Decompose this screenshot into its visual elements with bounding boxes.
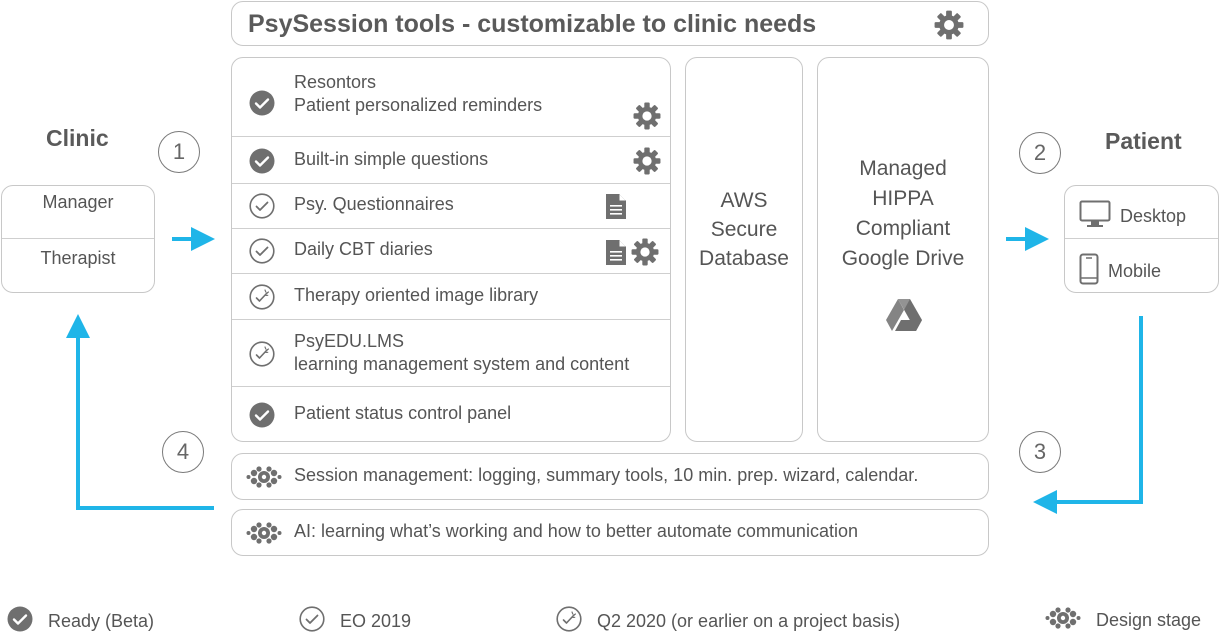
tool-title: Resontors	[294, 72, 377, 92]
gear-icon	[934, 10, 964, 45]
document-icon	[605, 193, 627, 225]
device-mobile: Mobile	[1079, 253, 1161, 290]
gear-icon	[633, 147, 661, 180]
status-eo2019-icon	[249, 238, 275, 269]
design-stage-icon	[1045, 606, 1081, 635]
google-drive-box: Managed HIPPA Compliant Google Drive	[817, 57, 989, 442]
step-4-circle: 4	[162, 431, 204, 473]
arrow-patient-to-bars	[1033, 316, 1143, 514]
tool-row: Daily CBT diaries	[232, 229, 670, 274]
arrow-bars-to-clinic	[66, 314, 214, 510]
tool-title: Patient status control panel	[294, 403, 512, 423]
legend-q22020: Q2 2020 (or earlier on a project basis)	[556, 606, 900, 637]
tool-title: Therapy oriented image library	[294, 285, 539, 305]
tool-row: Resontors Patient personalized reminders	[232, 58, 670, 137]
aws-line: Secure	[710, 218, 778, 241]
session-management-bar: Session management: logging, summary too…	[231, 453, 989, 500]
status-ready-icon	[7, 606, 33, 637]
step-3-circle: 3	[1019, 431, 1061, 473]
tool-label: PsyEDU.LMS learning management system an…	[294, 330, 629, 376]
tool-title: Daily CBT diaries	[294, 239, 433, 259]
tool-row: Built-in simple questions	[232, 137, 670, 184]
status-ready-icon	[249, 402, 275, 433]
clinic-title: Clinic	[46, 125, 109, 151]
clinic-roles-box: Manager Therapist	[1, 185, 155, 293]
bar-text: AI: learning what’s working and how to b…	[294, 521, 858, 541]
tool-subtitle: learning management system and content	[294, 354, 630, 374]
step-2-circle: 2	[1019, 132, 1061, 174]
legend-eo2019: EO 2019	[299, 606, 411, 637]
tool-label: Resontors Patient personalized reminders	[294, 71, 542, 117]
mobile-icon	[1079, 253, 1099, 290]
tool-title: Psy. Questionnaires	[294, 194, 454, 214]
ai-bar: AI: learning what’s working and how to b…	[231, 509, 989, 556]
role-therapist: Therapist	[40, 248, 116, 268]
legend-label: EO 2019	[340, 611, 412, 631]
aws-line: Database	[699, 247, 789, 270]
document-icon	[605, 239, 627, 271]
divider	[1065, 238, 1218, 239]
tools-list: Resontors Patient personalized reminders…	[231, 57, 671, 442]
drive-line: Compliant	[855, 217, 951, 240]
bar-text: Session management: logging, summary too…	[294, 465, 919, 485]
tool-subtitle: Patient personalized reminders	[294, 95, 543, 115]
step-1-circle: 1	[158, 131, 200, 173]
desktop-icon	[1079, 200, 1111, 233]
design-stage-icon	[246, 465, 282, 494]
design-stage-icon	[246, 521, 282, 550]
tool-icons	[605, 238, 659, 271]
tool-icons	[605, 193, 627, 225]
header-box: PsySession tools - customizable to clini…	[231, 1, 989, 46]
tool-row: PsyEDU.LMS learning management system an…	[232, 320, 670, 387]
tool-row: Psy. Questionnaires	[232, 184, 670, 229]
legend-label: Q2 2020 (or earlier on a project basis)	[597, 611, 901, 631]
drive-label: Managed HIPPA Compliant Google Drive	[818, 154, 988, 274]
device-desktop: Desktop	[1079, 200, 1186, 233]
device-desktop-label: Desktop	[1120, 206, 1187, 226]
status-eo2019-icon	[299, 606, 325, 637]
page-title: PsySession tools - customizable to clini…	[248, 10, 817, 38]
status-q22020-icon	[249, 284, 275, 315]
tool-title: Built-in simple questions	[294, 149, 489, 169]
legend-ready: Ready (Beta)	[7, 606, 154, 637]
status-q22020-icon	[556, 606, 582, 637]
drive-line: Google Drive	[841, 247, 965, 270]
legend-design: Design stage	[1045, 606, 1201, 635]
legend-label: Ready (Beta)	[48, 611, 155, 631]
drive-line: Managed	[859, 157, 947, 180]
legend-label: Design stage	[1096, 610, 1202, 630]
drive-line: HIPPA	[872, 187, 934, 210]
status-ready-icon	[249, 148, 275, 179]
status-eo2019-icon	[249, 193, 275, 224]
tool-icons	[633, 102, 661, 135]
aws-label: AWS Secure Database	[686, 186, 802, 273]
aws-line: AWS	[720, 189, 768, 212]
aws-database-box: AWS Secure Database	[685, 57, 803, 442]
tool-title: PsyEDU.LMS	[294, 331, 405, 351]
google-drive-icon	[885, 298, 923, 337]
patient-title: Patient	[1105, 128, 1182, 154]
tool-row: Therapy oriented image library	[232, 274, 670, 320]
patient-devices-box: Desktop Mobile	[1064, 185, 1219, 293]
divider	[2, 238, 154, 239]
status-ready-icon	[249, 90, 275, 121]
status-q22020-icon	[249, 341, 275, 372]
gear-icon	[631, 238, 659, 271]
tool-row: Patient status control panel	[232, 387, 670, 441]
gear-icon	[633, 102, 661, 135]
tool-icons	[633, 147, 661, 180]
device-mobile-label: Mobile	[1108, 261, 1162, 281]
role-manager: Manager	[42, 192, 114, 212]
